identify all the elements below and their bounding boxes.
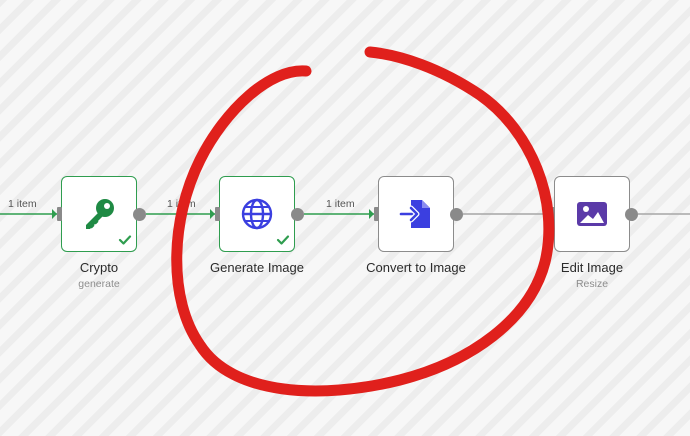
input-handle[interactable]: [215, 207, 220, 221]
edge-label-item-count: 1 item: [8, 198, 37, 210]
node-convert-to-image[interactable]: [378, 176, 454, 252]
node-crypto[interactable]: [61, 176, 137, 252]
node-generate-image[interactable]: [219, 176, 295, 252]
input-handle[interactable]: [374, 207, 379, 221]
output-handle[interactable]: [450, 208, 463, 221]
globe-icon: [237, 194, 277, 234]
success-check-icon: [118, 233, 132, 247]
edge-label-item-count: 1 item: [167, 198, 196, 210]
node-edit-image[interactable]: [554, 176, 630, 252]
connection-arrow-head: [52, 209, 57, 219]
success-check-icon: [276, 233, 290, 247]
node-title: Edit Image: [560, 260, 624, 275]
output-handle[interactable]: [133, 208, 146, 221]
node-title: Convert to Image: [366, 260, 466, 275]
edge-label-item-count: 1 item: [326, 198, 355, 210]
node-subtitle: generate: [78, 278, 120, 290]
node-title: Generate Image: [210, 260, 304, 275]
node-subtitle: Resize: [575, 278, 609, 290]
output-handle[interactable]: [625, 208, 638, 221]
image-icon: [572, 194, 612, 234]
input-handle[interactable]: [550, 207, 555, 221]
file-import-icon: [396, 194, 436, 234]
input-handle[interactable]: [57, 207, 62, 221]
node-title: Crypto: [79, 260, 119, 275]
output-handle[interactable]: [291, 208, 304, 221]
key-icon: [79, 194, 119, 234]
